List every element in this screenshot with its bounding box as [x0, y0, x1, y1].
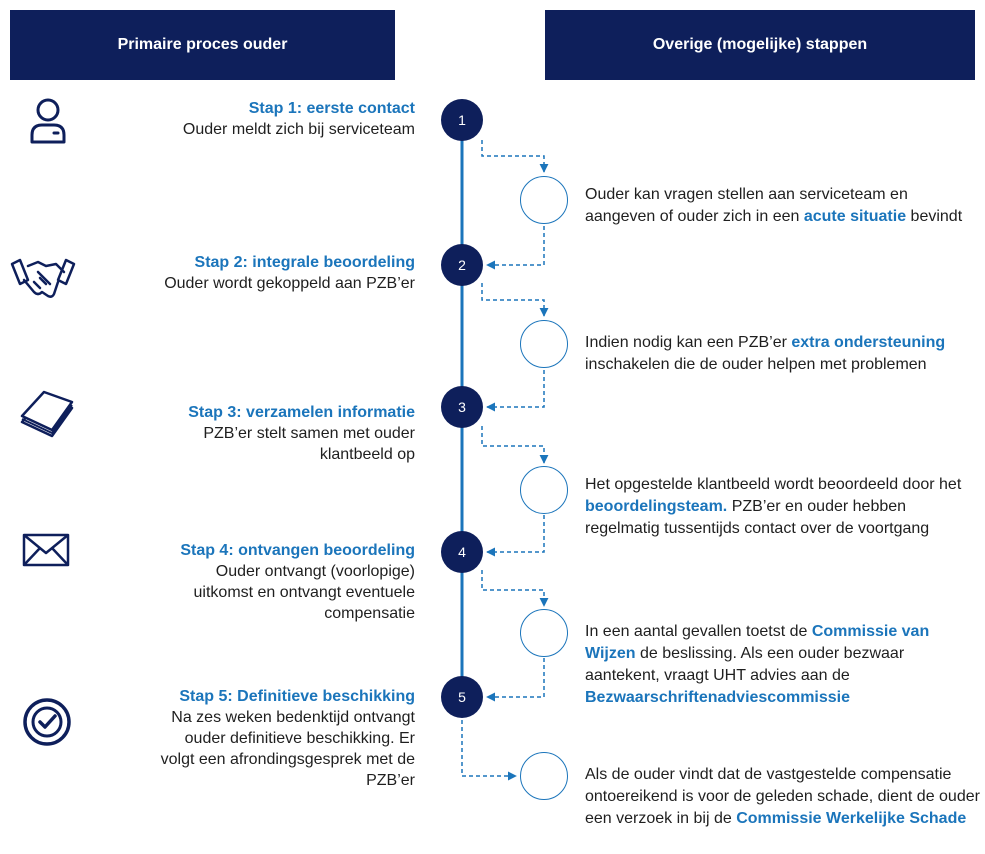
step-4-line: uitkomst en ontvangt eventuele: [193, 584, 415, 601]
step-3-number: 3: [458, 399, 466, 415]
step-4-title: Stap 4: ontvangen beoordeling: [180, 542, 415, 559]
side-step-1-post: bevindt: [906, 208, 963, 225]
step-3-title: Stap 3: verzamelen informatie: [188, 404, 415, 421]
step-2-line: Ouder wordt gekoppeld aan PZB’er: [164, 275, 415, 292]
side-step-4-highlight: Commissie van Wijzen: [585, 623, 930, 662]
side-step-4-highlight-2: Bezwaarschriftenadviescommissie: [585, 689, 851, 706]
arrow-3-to-c: [481, 426, 549, 464]
arrow-d-to-5: [486, 658, 545, 702]
step-1-number: 1: [458, 112, 466, 128]
side-step-2-highlight: extra ondersteuning: [791, 334, 946, 351]
check-circle-icon: [23, 698, 71, 746]
step-2-text: Stap 2: integrale beoordeling Ouder word…: [85, 252, 415, 294]
step-1-title: Stap 1: eerste contact: [248, 100, 415, 117]
header-other-steps: Overige (mogelijke) stappen: [545, 10, 975, 80]
step-3-line: klantbeeld op: [319, 446, 415, 463]
side-step-3-highlight: beoordelingsteam.: [585, 498, 728, 515]
side-step-5-ring: [520, 752, 568, 800]
step-3-text: Stap 3: verzamelen informatie PZB’er ste…: [85, 402, 415, 465]
step-5-number: 5: [458, 689, 466, 705]
step-2-node: 2: [441, 244, 483, 286]
side-step-4-post: de beslissing. Als een ouder bezwaar aan…: [585, 645, 905, 684]
papers-icon: [20, 390, 74, 438]
step-5-title: Stap 5: Definitieve beschikking: [179, 688, 415, 705]
step-2-title: Stap 2: integrale beoordeling: [194, 254, 415, 271]
step-5-line: PZB’er: [366, 772, 415, 789]
step-5-line: volgt een afrondingsgesprek met de: [160, 751, 415, 768]
arrow-5-to-e: [461, 706, 517, 781]
step-2-number: 2: [458, 257, 466, 273]
step-4-line: compensatie: [324, 605, 415, 622]
side-step-1-highlight: acute situatie: [803, 208, 907, 225]
header-other-steps-label: Overige (mogelijke) stappen: [652, 36, 868, 53]
side-step-2-text: Indien nodig kan een PZB’er extra onders…: [585, 332, 980, 376]
side-step-3-pre: Het opgestelde klantbeeld wordt beoordee…: [585, 476, 962, 493]
step-1-line: Ouder meldt zich bij serviceteam: [182, 121, 415, 138]
person-icon: [30, 98, 66, 144]
side-step-3-text: Het opgestelde klantbeeld wordt beoordee…: [585, 474, 980, 540]
step-1-node: 1: [441, 99, 483, 141]
step-4-line: Ouder ontvangt (voorlopige): [215, 563, 415, 580]
header-primary-process-label: Primaire proces ouder: [117, 36, 288, 53]
step-5-line: ouder definitieve beschikking. Er: [184, 730, 415, 747]
side-step-5-highlight: Commissie Werkelijke Schade: [736, 810, 967, 827]
step-1-text: Stap 1: eerste contact Ouder meldt zich …: [85, 98, 415, 140]
arrow-b-to-3: [486, 370, 545, 412]
side-step-5-text: Als de ouder vindt dat de vastgestelde c…: [585, 764, 980, 830]
side-step-2-ring: [520, 320, 568, 368]
arrow-c-to-4: [486, 515, 545, 557]
side-step-3-ring: [520, 466, 568, 514]
arrow-1-to-a: [481, 140, 549, 173]
step-5-line: Na zes weken bedenktijd ontvangt: [171, 709, 415, 726]
side-step-4-ring: [520, 609, 568, 657]
side-step-5-pre: Als de ouder vindt dat de vastgestelde c…: [585, 766, 980, 827]
side-step-4-pre: In een aantal gevallen toetst de: [585, 623, 812, 640]
side-step-3-post: PZB’er en ouder hebben regelmatig tussen…: [585, 498, 930, 537]
envelope-icon: [22, 533, 70, 567]
step-3-node: 3: [441, 386, 483, 428]
arrow-2-to-b: [481, 283, 549, 317]
side-step-1-pre: Ouder kan vragen stellen aan serviceteam…: [585, 186, 908, 225]
handshake-icon: [10, 258, 76, 298]
step-4-text: Stap 4: ontvangen beoordeling Ouder ontv…: [85, 540, 415, 624]
step-3-line: PZB’er stelt samen met ouder: [203, 425, 415, 442]
side-step-1-ring: [520, 176, 568, 224]
step-5-node: 5: [441, 676, 483, 718]
header-primary-process: Primaire proces ouder: [10, 10, 395, 80]
step-4-number: 4: [458, 544, 466, 560]
step-4-node: 4: [441, 531, 483, 573]
side-step-2-pre: Indien nodig kan een PZB’er: [585, 334, 792, 351]
arrow-4-to-d: [481, 570, 549, 607]
side-step-2-post: inschakelen die de ouder helpen met prob…: [585, 356, 927, 373]
side-step-1-text: Ouder kan vragen stellen aan serviceteam…: [585, 184, 980, 228]
arrow-a-to-2: [486, 226, 545, 270]
side-step-4-text: In een aantal gevallen toetst de Commiss…: [585, 621, 980, 709]
step-5-text: Stap 5: Definitieve beschikking Na zes w…: [85, 686, 415, 791]
